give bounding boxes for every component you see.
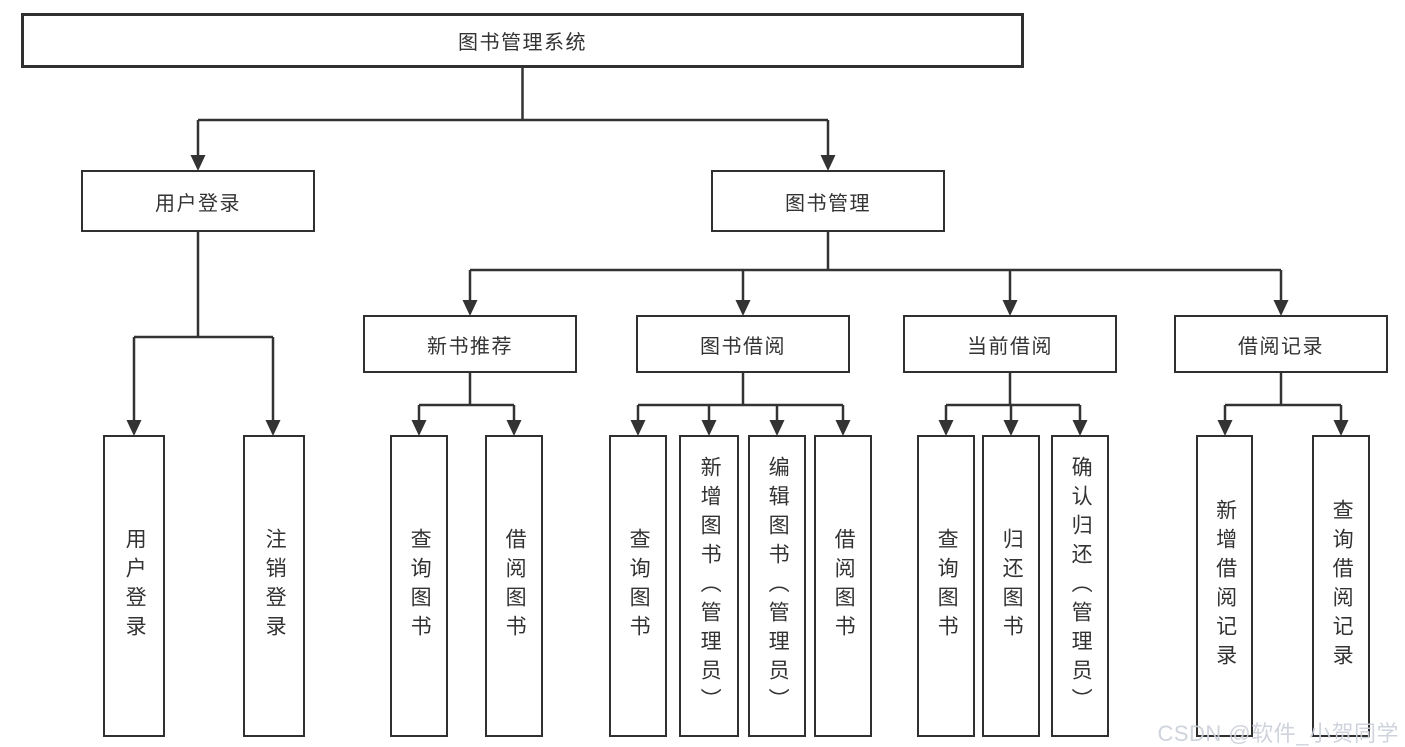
leaf-borrow-books-label: 借阅图书 [832, 528, 856, 644]
leaf-add-books-admin: 新增图书（管理员） [679, 435, 739, 737]
node-book-borrowing: 图书借阅 [636, 315, 850, 373]
leaf-query-borrow-record: 查询借阅记录 [1312, 435, 1370, 737]
node-new-book-recommend: 新书推荐 [363, 315, 577, 373]
leaf-borrow-books: 借阅图书 [814, 435, 872, 737]
leaf-logout-label: 注销登录 [263, 528, 287, 644]
leaf-confirm-return-admin: 确认归还（管理员） [1051, 435, 1109, 737]
leaf-query-books-recommend: 查询图书 [390, 435, 448, 737]
leaf-add-borrow-record-label: 新增借阅记录 [1213, 499, 1237, 673]
leaf-query-books-current-label: 查询图书 [935, 528, 959, 644]
leaf-edit-books-admin-label: 编辑图书（管理员） [766, 455, 790, 717]
node-library-management-system: 图书管理系统 [21, 13, 1024, 68]
csdn-watermark: CSDN @软件_小贺同学 [1157, 721, 1399, 746]
leaf-borrow-books-recommend: 借阅图书 [485, 435, 543, 737]
leaf-return-books-label: 归还图书 [1000, 528, 1024, 644]
leaf-return-books: 归还图书 [982, 435, 1040, 737]
leaf-edit-books-admin: 编辑图书（管理员） [748, 435, 806, 737]
node-user-login: 用户登录 [81, 170, 315, 232]
leaf-user-login-label: 用户登录 [123, 528, 147, 644]
node-book-management: 图书管理 [711, 170, 945, 232]
leaf-query-books-borrow-label: 查询图书 [627, 528, 651, 644]
leaf-logout: 注销登录 [243, 435, 305, 737]
leaf-query-books-current: 查询图书 [917, 435, 975, 737]
leaf-borrow-books-recommend-label: 借阅图书 [503, 528, 527, 644]
node-current-borrowing: 当前借阅 [903, 315, 1117, 373]
leaf-confirm-return-admin-label: 确认归还（管理员） [1069, 455, 1093, 717]
node-borrowing-records: 借阅记录 [1174, 315, 1388, 373]
leaf-add-borrow-record: 新增借阅记录 [1196, 435, 1253, 737]
leaf-add-books-admin-label: 新增图书（管理员） [698, 455, 722, 717]
leaf-query-books-recommend-label: 查询图书 [408, 528, 432, 644]
leaf-query-books-borrow: 查询图书 [609, 435, 667, 737]
leaf-user-login: 用户登录 [103, 435, 165, 737]
leaf-query-borrow-record-label: 查询借阅记录 [1330, 499, 1354, 673]
